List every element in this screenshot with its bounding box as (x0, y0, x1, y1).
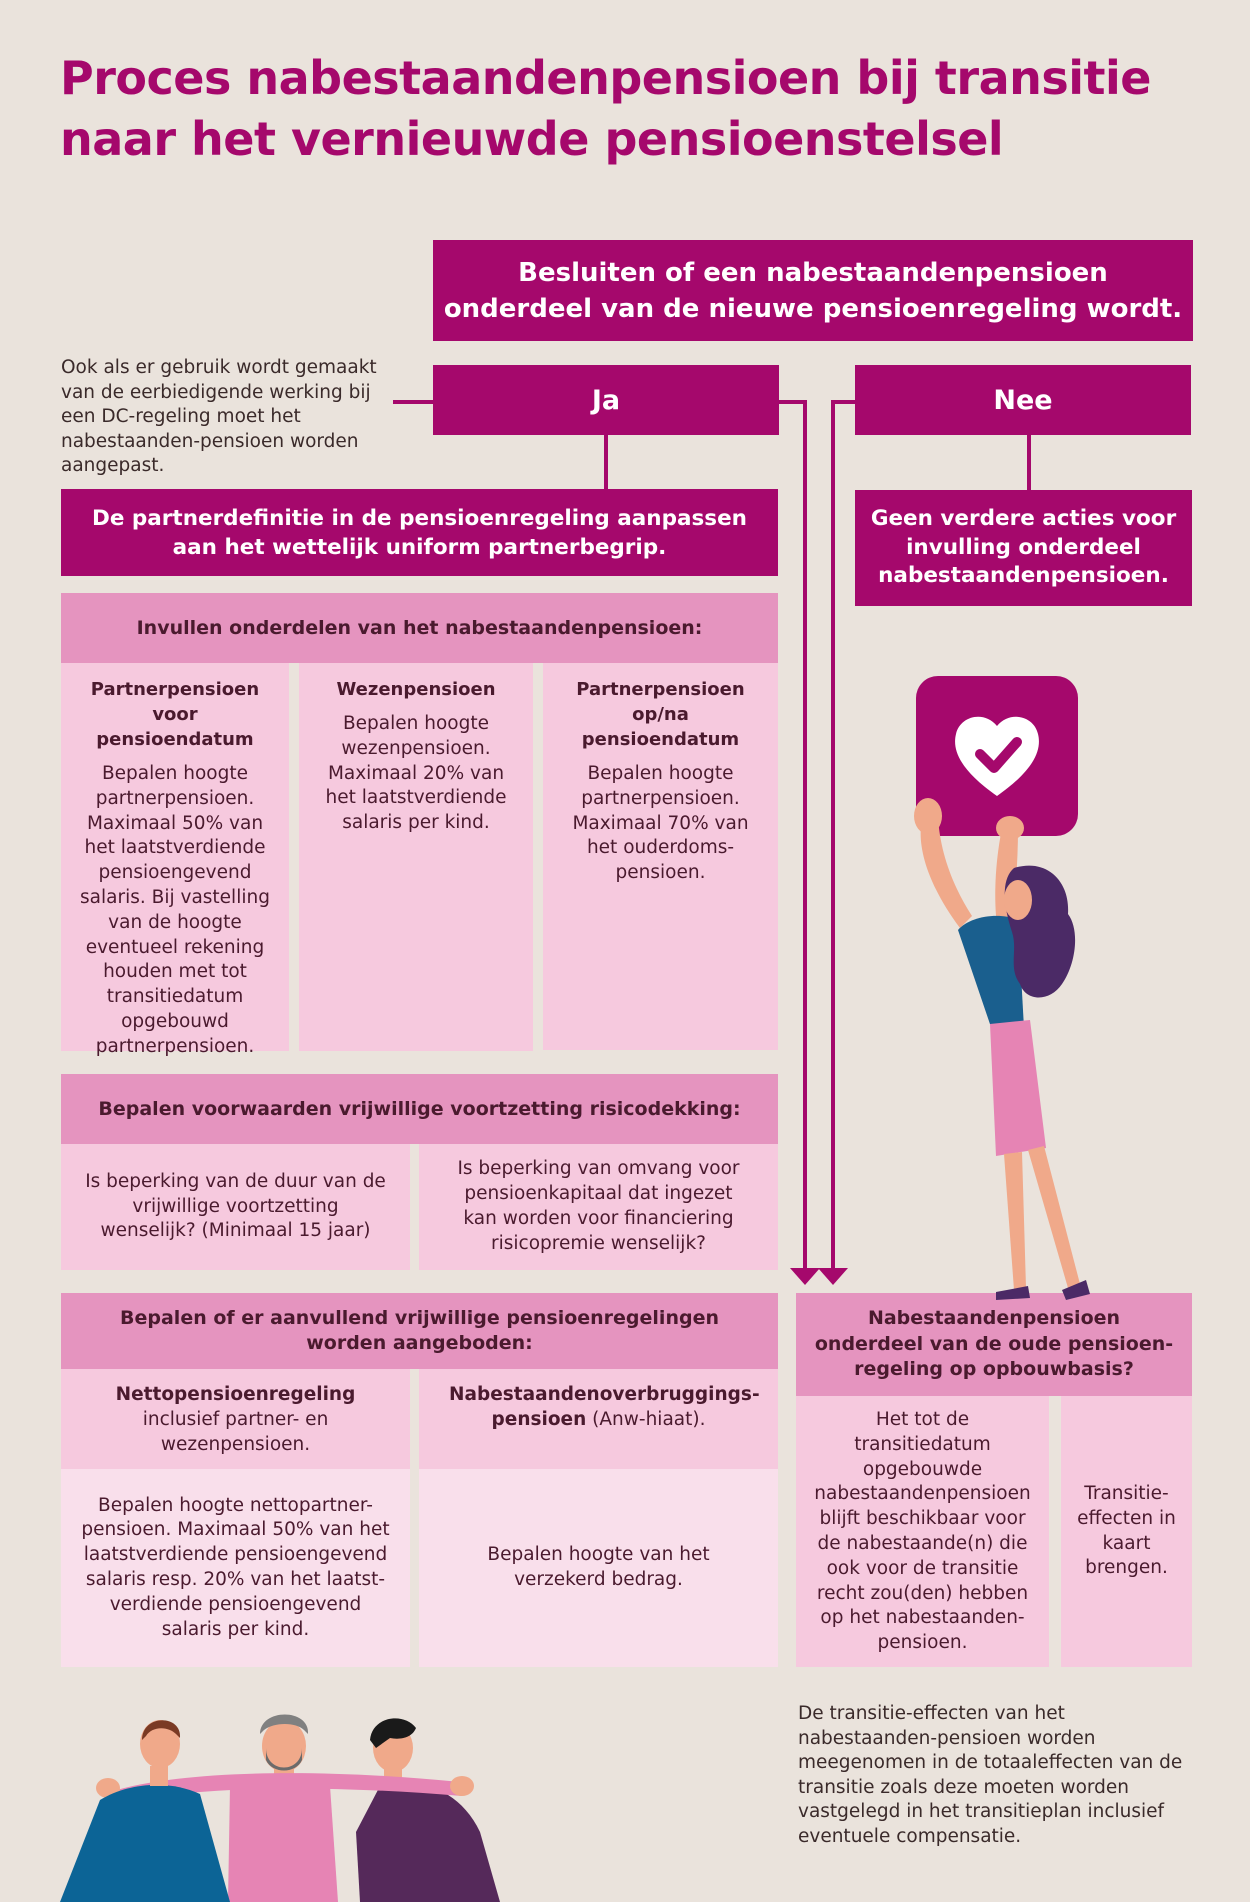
title-line-2: naar het vernieuwde pensioenstelsel (60, 112, 1004, 166)
decision-line-2: onderdeel van de nieuwe pensioenregeling… (443, 293, 1183, 324)
arrow-down-icon (818, 1268, 848, 1285)
section3-netto-body-cell: Bepalen hoogte nettopartner-pensioen. Ma… (61, 1469, 410, 1667)
section3-netto-title-cell: Nettopensioenregeling inclusief partner-… (61, 1369, 410, 1469)
section2-cell-capital: Is beperking van omvang voor pensioenkap… (419, 1144, 778, 1270)
col-body: Bepalen hoogte partnerpensioen. Maximaal… (80, 763, 270, 1057)
section1-col-partner-after: Partnerpensioen op/na pensioendatum Bepa… (543, 663, 778, 1050)
no-action-line-2: invulling onderdeel (906, 534, 1141, 560)
section2-cell-duration: Is beperking van de duur van de vrijwill… (61, 1144, 410, 1270)
anw-subtitle: (Anw-hiaat). (592, 1408, 706, 1430)
title-line-1: Proces nabestaandenpensioen bij transiti… (60, 51, 1151, 105)
page-title: Proces nabestaandenpensioen bij transiti… (60, 48, 1160, 170)
side-note: Ook als er gebruik wordt gemaakt van de … (61, 357, 377, 476)
nee-label: Nee (993, 384, 1053, 416)
nee-box: Nee (855, 365, 1191, 435)
no-action-line-3: nabestaandenpensioen. (878, 563, 1169, 589)
anw-title: Nabestaandenoverbruggings-pensioen (449, 1384, 760, 1430)
col-title: Partnerpensioen op/na pensioendatum (576, 679, 745, 750)
section3-header-line-1: Bepalen of er aanvullend vrijwillige pen… (120, 1307, 719, 1329)
partner-definition-box: De partnerdefinitie in de pensioenregeli… (61, 489, 778, 576)
partner-definition-line-2: aan het wettelijk uniform partnerbegrip. (172, 534, 667, 560)
old-scheme-header-line-1: Nabestaandenpensioen (867, 1307, 1121, 1330)
arrowheads (790, 1268, 848, 1285)
section2-header: Bepalen voorwaarden vrijwillige voortzet… (61, 1074, 778, 1144)
section1-header: Invullen onderdelen van het nabestaanden… (61, 593, 778, 663)
three-people-illustration (60, 1714, 500, 1902)
old-scheme-header: Nabestaandenpensioen onderdeel van de ou… (796, 1293, 1192, 1396)
no-action-line-1: Geen verdere acties voor (870, 506, 1177, 532)
partner-definition-line-1: De partnerdefinitie in de pensioenregeli… (92, 505, 747, 531)
connector-ja-down (604, 434, 608, 490)
decision-line-1: Besluiten of een nabestaandenpensioen (518, 257, 1108, 288)
col-title: Wezenpensioen (336, 679, 496, 700)
cell-body: Is beperking van de duur van de vrijwill… (85, 1170, 386, 1242)
old-scheme-header-line-3: regeling op opbouwbasis? (854, 1358, 1134, 1381)
cell-body: Is beperking van omvang voor pensioenkap… (457, 1158, 740, 1254)
col-title: Partnerpensioen voor pensioendatum (90, 679, 260, 750)
section3-anw-body-cell: Bepalen hoogte van het verzekerd bedrag. (419, 1469, 778, 1667)
section3-header-line-2: worden aangeboden: (306, 1332, 533, 1354)
section3-header: Bepalen of er aanvullend vrijwillige pen… (61, 1293, 778, 1369)
connector-nee-down (1027, 434, 1031, 491)
connector-arrow2-vertical (831, 400, 835, 1270)
bottom-note: De transitie-effecten van het nabestaand… (798, 1703, 1183, 1847)
ja-label: Ja (591, 384, 621, 416)
netto-subtitle: inclusief partner- en wezenpensioen. (142, 1408, 329, 1455)
netto-body: Bepalen hoogte nettopartner-pensioen. Ma… (81, 1494, 390, 1640)
section2-header-text: Bepalen voorwaarden vrijwillige voortzet… (98, 1098, 741, 1120)
col-body: Bepalen hoogte partnerpensioen. Maximaal… (572, 763, 749, 884)
netto-title: Nettopensioenregeling (115, 1384, 356, 1405)
old-scheme-header-line-2: onderdeel van de oude pensioen- (814, 1332, 1174, 1355)
col-body: Bepalen hoogte wezenpensioen. Maximaal 2… (325, 713, 507, 834)
section3-anw-title-cell: Nabestaandenoverbruggings-pensioen (Anw-… (419, 1369, 778, 1469)
section1-col-partner-before: Partnerpensioen voor pensioendatum Bepal… (61, 663, 289, 1057)
section1-col-wezenpensioen: Wezenpensioen Bepalen hoogte wezenpensio… (299, 663, 533, 1051)
decision-box: Besluiten of een nabestaandenpensioen on… (433, 240, 1193, 341)
old-scheme-right-cell: Transitie-effecten in kaart brengen. (1061, 1396, 1192, 1667)
old-scheme-left-cell: Het tot de transitiedatum opgebouwde nab… (796, 1396, 1049, 1667)
woman-with-heart-illustration (914, 676, 1090, 1300)
old-scheme-left-body: Het tot de transitiedatum opgebouwde nab… (814, 1409, 1031, 1654)
section1-header-text: Invullen onderdelen van het nabestaanden… (136, 617, 703, 639)
checkmark-icon (975, 737, 1022, 773)
arrow-down-icon (790, 1268, 820, 1285)
connector-note-to-ja (393, 400, 433, 404)
connector-nee-left (831, 400, 857, 404)
no-action-box: Geen verdere acties voor invulling onder… (855, 490, 1192, 606)
connector-arrow1-vertical (803, 400, 807, 1270)
old-scheme-right-body: Transitie-effecten in kaart brengen. (1077, 1483, 1176, 1579)
heart-icon (955, 716, 1039, 796)
anw-body: Bepalen hoogte van het verzekerd bedrag. (487, 1544, 710, 1590)
ja-box: Ja (433, 365, 779, 435)
connector-ja-right (779, 400, 807, 404)
